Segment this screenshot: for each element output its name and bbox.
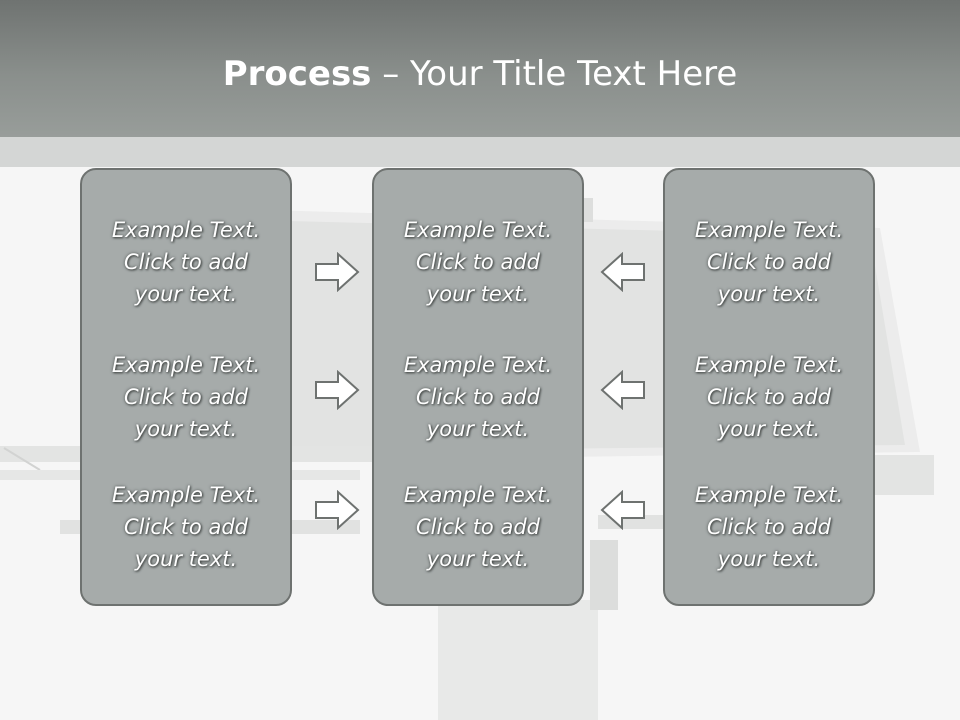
page-title[interactable]: Process – Your Title Text Here xyxy=(0,52,960,96)
arrow-left-icon[interactable] xyxy=(598,490,646,530)
process-panel-right[interactable]: Example Text. Click to add your text. Ex… xyxy=(663,168,875,606)
text-line: Example Text. xyxy=(694,353,844,377)
text-line: Click to add xyxy=(123,385,248,409)
arrow-right-icon[interactable] xyxy=(314,370,362,410)
text-block[interactable]: Example Text. Click to add your text. xyxy=(82,479,290,575)
text-line: your text. xyxy=(426,547,530,571)
text-line: your text. xyxy=(717,282,821,306)
text-line: Click to add xyxy=(123,515,248,539)
text-block[interactable]: Example Text. Click to add your text. xyxy=(374,214,582,310)
process-panel-left[interactable]: Example Text. Click to add your text. Ex… xyxy=(80,168,292,606)
text-line: your text. xyxy=(134,282,238,306)
title-underline-band xyxy=(0,137,960,167)
text-line: Click to add xyxy=(415,250,540,274)
text-line: Click to add xyxy=(415,385,540,409)
text-line: your text. xyxy=(426,282,530,306)
title-bold-part: Process xyxy=(222,54,372,94)
text-block[interactable]: Example Text. Click to add your text. xyxy=(374,349,582,445)
arrow-left-icon[interactable] xyxy=(598,252,646,292)
text-line: your text. xyxy=(134,547,238,571)
text-line: Example Text. xyxy=(111,483,261,507)
text-line: Example Text. xyxy=(694,218,844,242)
text-line: Click to add xyxy=(706,515,831,539)
text-block[interactable]: Example Text. Click to add your text. xyxy=(82,349,290,445)
text-line: Example Text. xyxy=(403,218,553,242)
title-bar xyxy=(0,0,960,137)
text-block[interactable]: Example Text. Click to add your text. xyxy=(82,214,290,310)
text-line: Example Text. xyxy=(111,353,261,377)
arrow-left-icon[interactable] xyxy=(598,370,646,410)
text-line: Example Text. xyxy=(403,353,553,377)
text-line: your text. xyxy=(717,417,821,441)
text-block[interactable]: Example Text. Click to add your text. xyxy=(665,479,873,575)
text-line: Click to add xyxy=(706,250,831,274)
text-block[interactable]: Example Text. Click to add your text. xyxy=(374,479,582,575)
text-line: Click to add xyxy=(123,250,248,274)
text-line: your text. xyxy=(426,417,530,441)
text-line: Example Text. xyxy=(111,218,261,242)
arrow-right-icon[interactable] xyxy=(314,252,362,292)
text-line: Click to add xyxy=(706,385,831,409)
text-line: Click to add xyxy=(415,515,540,539)
text-line: your text. xyxy=(134,417,238,441)
text-block[interactable]: Example Text. Click to add your text. xyxy=(665,349,873,445)
text-line: Example Text. xyxy=(694,483,844,507)
text-block[interactable]: Example Text. Click to add your text. xyxy=(665,214,873,310)
title-rest-part: – Your Title Text Here xyxy=(371,54,738,94)
text-line: your text. xyxy=(717,547,821,571)
process-panel-center[interactable]: Example Text. Click to add your text. Ex… xyxy=(372,168,584,606)
text-line: Example Text. xyxy=(403,483,553,507)
arrow-right-icon[interactable] xyxy=(314,490,362,530)
